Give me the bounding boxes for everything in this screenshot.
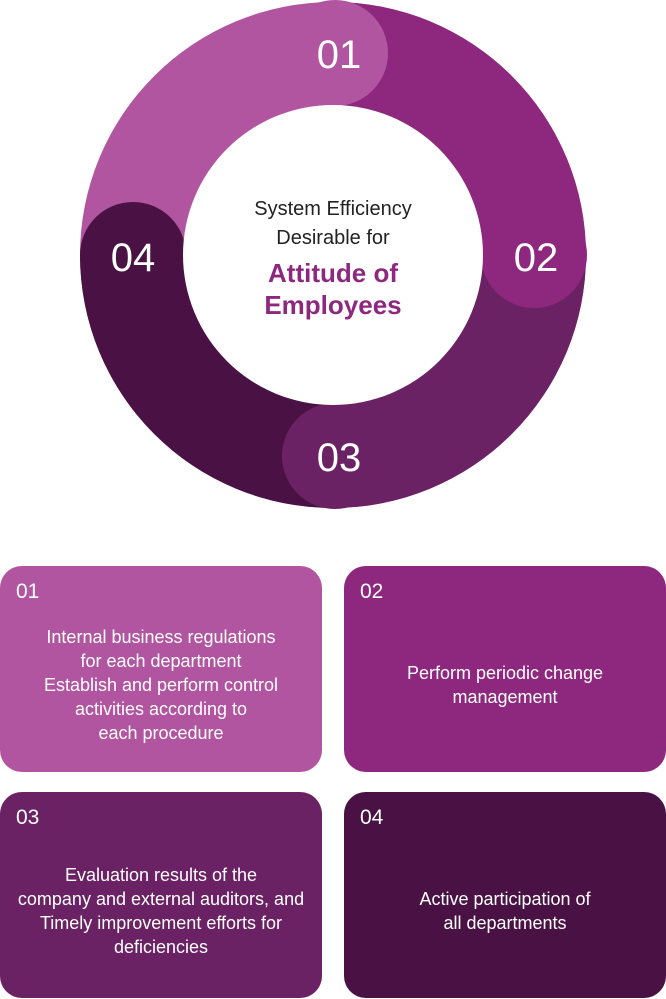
ring-label-02: 02 xyxy=(514,236,559,280)
card-02: 02 Perform periodic change management xyxy=(344,566,666,772)
card-line: company and external auditors, and xyxy=(17,889,305,909)
card-01: 01 Internal business regulations for eac… xyxy=(0,566,322,772)
ring-label-01: 01 xyxy=(317,33,362,77)
card-line: activities according to xyxy=(74,699,248,719)
segment-03-cap xyxy=(282,403,388,509)
card-line: all departments xyxy=(443,913,567,933)
card-number: 04 xyxy=(360,806,384,829)
segment-04-cap xyxy=(80,202,186,308)
center-caption: System Efficiency Desirable for Attitude… xyxy=(183,195,483,321)
ring-hole xyxy=(183,105,483,405)
segment-01-cap xyxy=(282,0,388,106)
segment-02-cap xyxy=(481,202,587,308)
card-line: for each department xyxy=(80,651,242,671)
card-line: deficiencies xyxy=(113,937,209,957)
card-text: Active participation of all departments xyxy=(354,850,656,972)
card-line: Internal business regulations xyxy=(46,627,276,647)
card-line: Establish and perform control xyxy=(43,675,279,695)
card-number: 01 xyxy=(16,580,40,603)
card-03: 03 Evaluation results of the company and… xyxy=(0,792,322,998)
card-number: 03 xyxy=(16,806,40,829)
center-emphasis-2: Employees xyxy=(264,290,402,320)
cycle-ring-diagram: 01 02 03 04 xyxy=(80,0,587,509)
center-line-1: System Efficiency xyxy=(254,198,412,220)
card-line: Active participation of xyxy=(419,889,591,909)
ring-label-03: 03 xyxy=(317,436,362,480)
card-text: Perform periodic change management xyxy=(354,624,656,746)
card-number: 02 xyxy=(360,580,384,603)
card-line: management xyxy=(452,687,558,707)
card-text: Evaluation results of the company and ex… xyxy=(10,850,312,972)
card-text: Internal business regulations for each d… xyxy=(10,624,312,746)
card-line: Timely improvement efforts for xyxy=(39,913,283,933)
center-emphasis-1: Attitude of xyxy=(268,258,398,288)
ring-label-04: 04 xyxy=(111,236,156,280)
center-line-2: Desirable for xyxy=(276,227,390,249)
card-line: each procedure xyxy=(98,723,224,743)
card-line: Evaluation results of the xyxy=(64,865,258,885)
card-04: 04 Active participation of all departmen… xyxy=(344,792,666,998)
card-line: Perform periodic change xyxy=(406,663,604,683)
